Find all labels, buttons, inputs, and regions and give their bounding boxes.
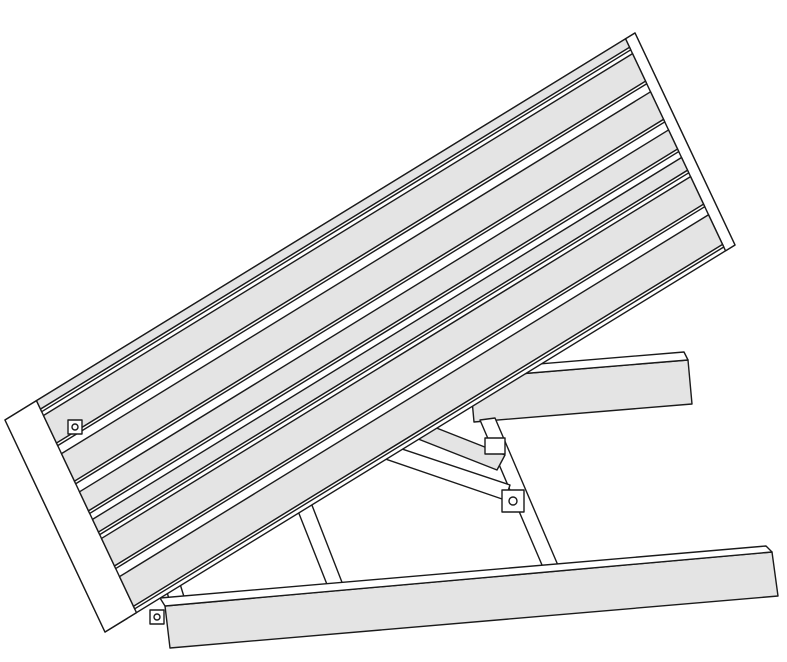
bed-rail-edge-1 [39,46,632,413]
bed-rail-edge-4 [87,148,680,515]
bed-rail-edge-7 [132,243,725,610]
hinge-bolt-front [153,613,161,621]
front-base-rail-top [159,545,773,607]
hinge-bolt-left [71,423,79,431]
pivot-bolt [508,496,518,506]
hinge-brackets [67,419,165,625]
tilting-bed [4,32,736,633]
bed-rail-edge-5 [97,169,690,536]
bed-rail-edge-6 [113,203,706,570]
front-base-rail [164,551,779,649]
bed-end-left [4,399,138,633]
bed-rail-edge-2 [55,80,648,447]
pivot-bracket-rear [484,437,506,455]
bed-rail-edge-3 [73,118,666,485]
